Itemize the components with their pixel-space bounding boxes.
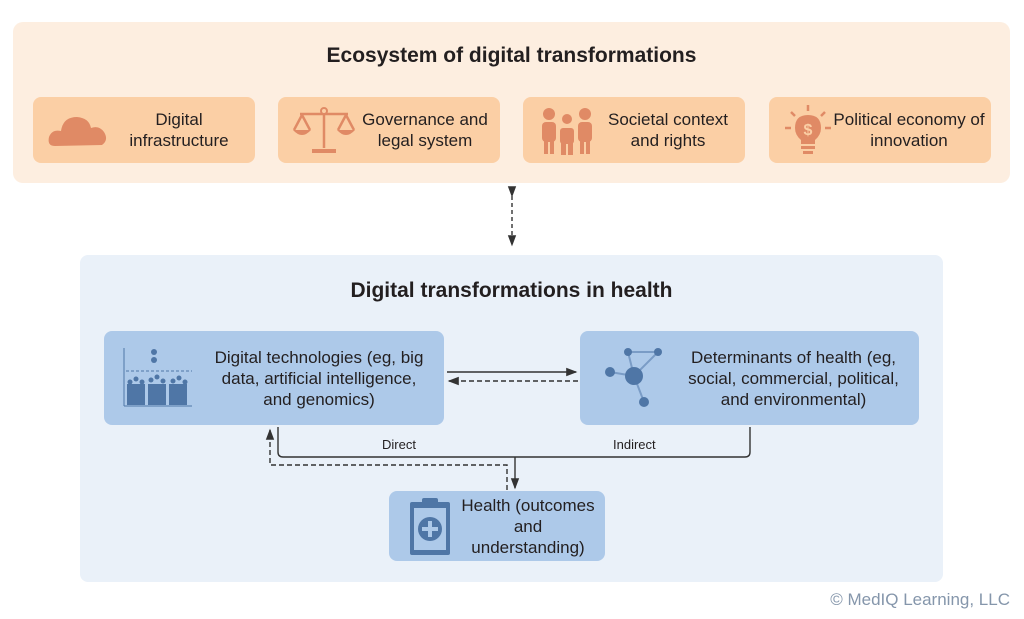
card-societal: Societal context and rights [523,97,745,163]
card-label: Societal context and rights [607,110,728,150]
cloud-icon [48,117,107,146]
ecosystem-title: Ecosystem of digital transformations [326,44,697,67]
network-icon [605,348,662,407]
health-to-tech-dashed-arrow [265,428,508,490]
digital-technologies-label: Digital technologies (eg, big data, arti… [214,347,424,409]
svg-text:$: $ [804,122,813,139]
lightbulb-dollar-icon: $ [785,105,831,154]
health-box: Health (outcomes and understanding) [389,491,605,561]
clipboard-medical-icon [410,498,450,555]
digital-technologies-box: Digital technologies (eg, big data, arti… [104,331,444,425]
card-political-economy: $ Political economy of innovation [769,97,991,163]
direct-indirect-path [277,427,751,458]
card-label: Governance and legal system [362,110,488,150]
ecosystem-panel: Ecosystem of digital transformations Dig… [13,22,1010,183]
card-governance: Governance and legal system [278,97,500,163]
health-panel-title: Digital transformations in health [350,279,673,302]
card-digital-infrastructure: Digital infrastructure [33,97,255,163]
health-label: Health (outcomes and understanding) [461,495,595,557]
determinants-box: Determinants of health (eg, social, comm… [580,331,919,425]
direct-label: Direct [382,437,416,452]
copyright: © MedIQ Learning, LLC [830,590,1010,609]
scales-icon [292,107,356,153]
people-icon [542,108,592,155]
indirect-label: Indirect [613,437,656,452]
card-label: Digital infrastructure [129,110,229,150]
card-label: Political economy of innovation [833,110,985,150]
data-chart-icon [123,348,192,407]
determinants-label: Determinants of health (eg, social, comm… [688,347,899,409]
